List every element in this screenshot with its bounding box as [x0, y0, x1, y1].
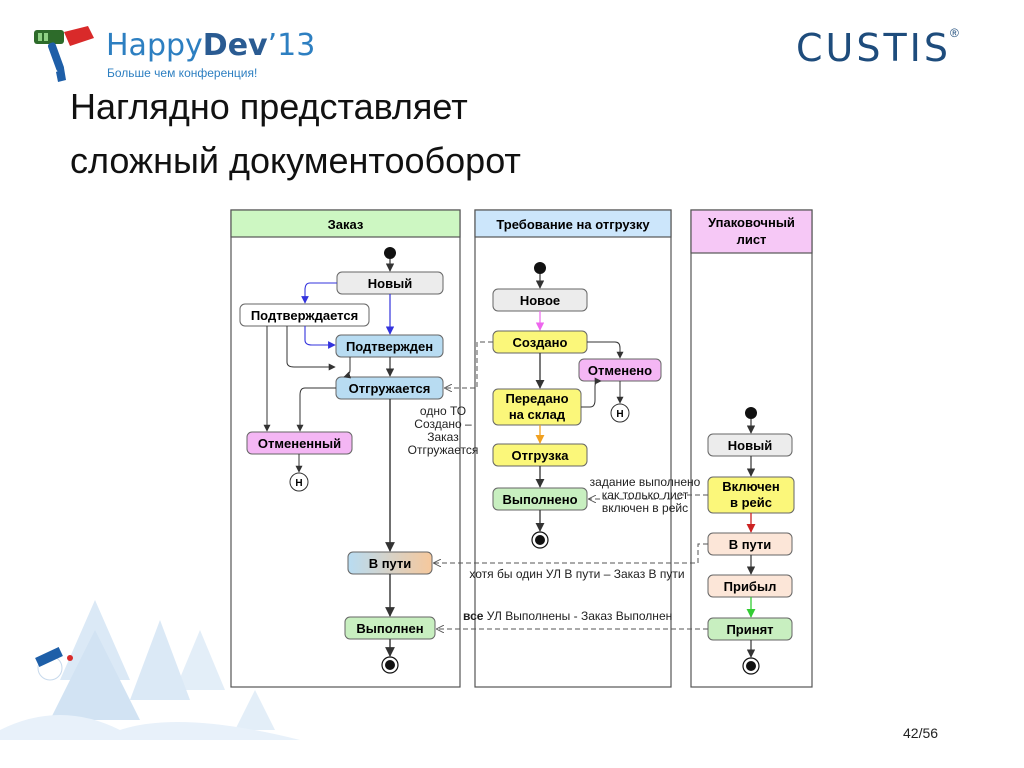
note-one-to-line3: Заказ	[427, 430, 459, 444]
shipping-history-label: H	[616, 409, 623, 420]
packing-end-node	[742, 657, 760, 675]
order-state-done: Выполнен	[344, 616, 436, 640]
slide-title-line1: Наглядно представляет	[70, 86, 468, 127]
packing-state-accepted-label: Принят	[726, 622, 773, 637]
order-state-in-transit-label: В пути	[369, 556, 412, 571]
packing-state-new-label: Новый	[728, 438, 772, 453]
shipping-state-created: Создано	[492, 330, 588, 354]
shipping-state-transferred: Передано на склад	[492, 388, 582, 426]
order-state-confirmed: Подтвержден	[335, 334, 444, 358]
shipping-state-transferred-label1: Передано	[505, 391, 568, 406]
packing-state-in-trip-label2: в рейс	[730, 495, 772, 510]
note-at-least-one: хотя бы один УЛ В пути – Заказ В пути	[469, 567, 684, 581]
note-one-to-line1: одно ТО	[420, 404, 466, 418]
page-number: 42/56	[903, 725, 939, 741]
packing-state-in-trip: Включен в рейс	[707, 476, 795, 514]
registered-mark: ®	[950, 26, 959, 40]
lane-order-title: Заказ	[328, 217, 364, 232]
order-state-in-transit: В пути	[347, 551, 433, 575]
note-all-rest: УЛ Выполнены - Заказ Выполнен	[483, 609, 672, 623]
winter-decoration	[0, 600, 300, 740]
lane-packing-title-line1: Упаковочный	[708, 215, 795, 230]
note-task-done: задание выполнено как только лист включе…	[590, 475, 701, 515]
note-task-line2: как только лист	[602, 488, 689, 502]
shipping-start-node	[534, 262, 546, 274]
note-one-to: одно ТО Создано – Заказ Отгружается	[408, 404, 479, 457]
shipping-state-transferred-label2: на склад	[509, 407, 566, 422]
note-task-line1: задание выполнено	[590, 475, 701, 489]
order-state-cancelled-label: Отмененный	[258, 436, 341, 451]
tagline: Больше чем конференция!	[107, 66, 258, 80]
note-all: все УЛ Выполнены - Заказ Выполнен	[463, 609, 672, 623]
order-history-node: H	[289, 472, 309, 492]
packing-state-in-transit: В пути	[707, 532, 793, 556]
shipping-state-loading-label: Отгрузка	[512, 448, 570, 463]
shipping-state-new: Новое	[492, 288, 588, 312]
shipping-state-done: Выполнено	[492, 487, 588, 511]
packing-start-node	[745, 407, 757, 419]
shipping-state-loading: Отгрузка	[492, 443, 588, 467]
shipping-state-cancelled: Отменено	[578, 358, 662, 382]
slide-title-line2: сложный документооборот	[70, 140, 521, 181]
shipping-end-node	[531, 531, 549, 549]
shipping-state-new-label: Новое	[520, 293, 560, 308]
order-state-shipping-label: Отгружается	[349, 381, 431, 396]
happydev-wordmark: HappyDev’13	[106, 28, 316, 63]
order-history-label: H	[295, 478, 302, 489]
packing-state-in-transit-label: В пути	[729, 537, 772, 552]
happydev-logo	[30, 24, 100, 84]
shipping-history-node: H	[610, 403, 630, 423]
note-one-to-line4: Отгружается	[408, 443, 479, 457]
order-start-node	[384, 247, 396, 259]
packing-state-arrived: Прибыл	[707, 574, 793, 598]
note-all-bold: все	[463, 609, 484, 623]
order-state-done-label: Выполнен	[356, 621, 423, 636]
dep-packing-to-order-transit	[434, 543, 708, 563]
packing-state-new: Новый	[707, 433, 793, 457]
packing-state-arrived-label: Прибыл	[724, 579, 777, 594]
order-state-cancelled: Отмененный	[246, 431, 353, 455]
order-state-confirming: Подтверждается	[239, 303, 370, 327]
packing-state-in-trip-label1: Включен	[722, 479, 780, 494]
order-state-confirming-label: Подтверждается	[251, 308, 358, 323]
snowman-hat-icon	[35, 646, 63, 668]
shipping-state-done-label: Выполнено	[502, 492, 577, 507]
dep-shipping-created-to-order	[445, 341, 493, 388]
packing-state-accepted: Принят	[707, 617, 793, 641]
shipping-state-created-label: Создано	[513, 335, 568, 350]
lane-packing-title-line2: лист	[737, 232, 767, 247]
order-state-new-label: Новый	[368, 276, 412, 291]
order-end-node	[381, 656, 399, 674]
order-state-shipping: Отгружается	[335, 376, 444, 400]
custis-logo: CUSTIS	[796, 26, 952, 70]
shipping-state-cancelled-label: Отменено	[588, 363, 652, 378]
screwdriver-icon	[34, 26, 94, 82]
note-one-to-line2: Создано –	[414, 417, 472, 431]
note-task-line3: включен в рейс	[602, 501, 688, 515]
order-state-confirmed-label: Подтвержден	[346, 339, 433, 354]
lane-shipping-title: Требование на отгрузку	[496, 217, 650, 232]
order-state-new: Новый	[336, 271, 444, 295]
